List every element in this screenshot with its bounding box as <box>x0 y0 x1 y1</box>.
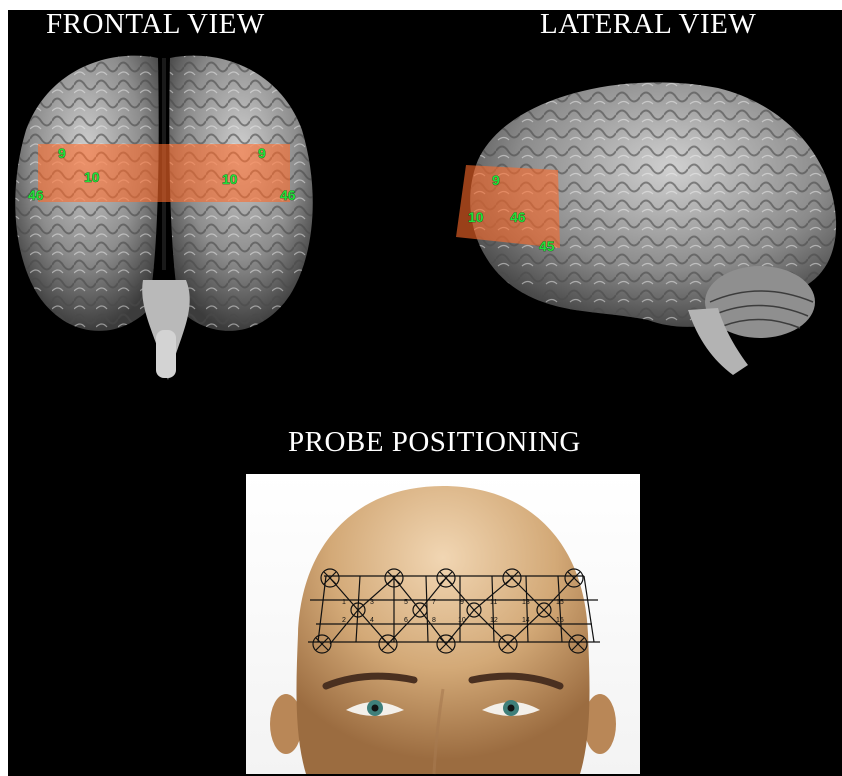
frontal-area-label: 10 <box>222 171 238 187</box>
frontal-area-label: 9 <box>258 145 266 161</box>
lateral-area-label: 45 <box>539 238 555 254</box>
frontal-brain-image: 9 10 46 9 10 46 <box>8 40 328 385</box>
frontal-area-label: 10 <box>84 169 100 185</box>
channel-number: 2 <box>342 617 346 624</box>
lateral-area-label: 10 <box>468 209 484 225</box>
frontal-area-label: 46 <box>280 187 296 203</box>
lateral-area-label: 46 <box>510 209 526 225</box>
channel-number: 10 <box>458 617 466 624</box>
channel-number: 1 <box>342 599 346 606</box>
channel-number: 3 <box>370 599 374 606</box>
channel-number: 6 <box>404 617 408 624</box>
lateral-view-title: LATERAL VIEW <box>540 10 756 41</box>
channel-number: 5 <box>404 599 408 606</box>
channel-number: 12 <box>490 617 498 624</box>
channel-number: 8 <box>432 617 436 624</box>
lateral-brain-image: 9 10 46 45 <box>448 70 838 380</box>
probe-positioning-image: 1 2 3 4 5 6 7 8 9 10 11 12 13 14 15 16 <box>246 474 640 774</box>
channel-number: 4 <box>370 617 374 624</box>
frontal-area-label: 46 <box>28 187 44 203</box>
channel-number: 15 <box>556 599 564 606</box>
channel-number: 14 <box>522 617 530 624</box>
channel-number: 13 <box>522 599 530 606</box>
frontal-area-label: 9 <box>58 145 66 161</box>
probe-positioning-title: PROBE POSITIONING <box>288 426 581 459</box>
channel-number: 16 <box>556 617 564 624</box>
figure-canvas: FRONTAL VIEW LATERAL VIEW PROBE POSITION… <box>8 10 842 776</box>
channel-number: 9 <box>460 599 464 606</box>
lateral-area-label: 9 <box>492 172 500 188</box>
channel-number: 7 <box>432 599 436 606</box>
channel-number: 11 <box>490 599 497 606</box>
frontal-view-title: FRONTAL VIEW <box>46 10 265 41</box>
